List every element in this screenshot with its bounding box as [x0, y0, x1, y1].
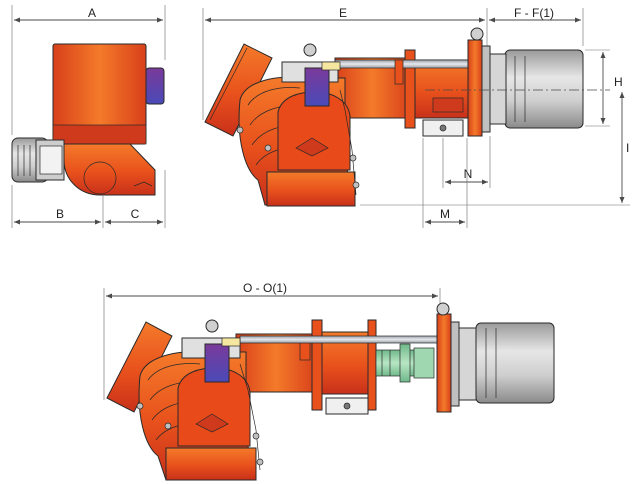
lifting-eye-flange [470, 27, 484, 41]
motor-front [11, 137, 65, 183]
front-view: A B C [11, 5, 166, 228]
side-view: E F - F(1) [202, 6, 630, 228]
lifting-eye-body [303, 43, 317, 57]
motor-side [504, 49, 584, 129]
nozzle-rod-extended [239, 335, 441, 344]
control-panel-extended [204, 343, 230, 383]
mounting-flange [467, 39, 483, 137]
dimension-f: F - F(1) [489, 6, 584, 46]
dimension-i: I [360, 92, 630, 206]
dimension-label-c: C [131, 207, 140, 221]
dimension-label-e: E [339, 6, 347, 20]
dimension-b-c: B C [11, 170, 166, 228]
motor-extended [475, 322, 555, 404]
dimension-label-o: O - O(1) [243, 281, 287, 295]
dimension-label-n: N [464, 167, 473, 181]
hinged-cover [204, 43, 273, 137]
air-inlet-volute [63, 143, 156, 196]
dimension-label-i: I [626, 141, 629, 155]
dimension-label-f: F - F(1) [514, 6, 554, 20]
connection-box [145, 67, 165, 105]
dimension-label-a: A [88, 6, 96, 20]
extended-view: O - O(1) [103, 281, 555, 481]
dimension-label-m: M [440, 207, 450, 221]
dimension-h: H [585, 49, 623, 127]
dimension-label-h: H [614, 75, 623, 89]
control-panel [304, 67, 330, 107]
hinged-cover-extended [106, 321, 173, 413]
dimension-label-b: B [56, 207, 64, 221]
dimension-a: A [11, 5, 166, 135]
dimension-m: M [422, 138, 468, 228]
dimension-n: N [442, 136, 491, 188]
